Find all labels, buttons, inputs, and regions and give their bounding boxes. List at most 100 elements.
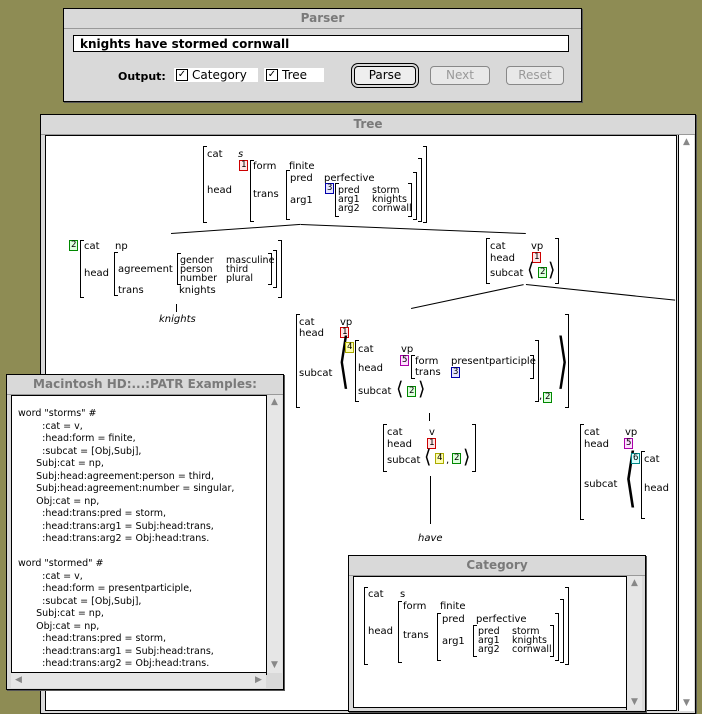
tree-vertical-scrollbar[interactable]: ▲ ▼ xyxy=(678,135,694,711)
val-plural: plural xyxy=(226,273,254,284)
tag-2: 2 xyxy=(538,267,548,278)
tag-6: 6 xyxy=(631,453,641,464)
code-line: Subj:head:agreement:number = singular, xyxy=(18,483,235,494)
code-line: Subj:cat = np, xyxy=(18,608,104,619)
code-line: :subcat = [Obj,Subj], xyxy=(18,445,142,457)
val-vp: vp xyxy=(401,344,414,355)
scroll-up-icon[interactable]: ▲ xyxy=(683,137,690,147)
code-line: Subj:cat = np, xyxy=(18,458,104,469)
feat-pred: pred xyxy=(338,185,360,196)
feat-cat: cat xyxy=(368,589,384,600)
scroll-down-icon[interactable]: ▼ xyxy=(683,698,690,708)
tag-1: 1 xyxy=(427,438,437,449)
patr-window: Macintosh HD:...:PATR Examples: word "st… xyxy=(6,374,284,690)
feat-cat: cat xyxy=(299,317,315,328)
code-line: :cat = v, xyxy=(18,420,83,432)
feat-number: number xyxy=(180,273,218,284)
code-line: word "storms" # xyxy=(18,408,97,419)
code-line: Obj:cat = np, xyxy=(18,495,100,507)
tree-checkbox[interactable]: ✓Tree xyxy=(264,68,324,82)
val-storm: storm xyxy=(512,626,540,637)
scroll-up-icon[interactable]: ▲ xyxy=(271,397,278,407)
next-button[interactable]: Next xyxy=(430,66,490,85)
feat-trans: trans xyxy=(415,367,441,378)
tag-3: 3 xyxy=(325,183,335,194)
tag-2: 2 xyxy=(69,240,79,251)
feat-subcat: subcat xyxy=(299,368,333,379)
feat-cat: cat xyxy=(644,454,660,465)
feat-gender: gender xyxy=(180,255,214,266)
val-cornwall: cornwall xyxy=(372,203,412,214)
tree-title: Tree xyxy=(41,115,695,135)
scroll-right-icon[interactable]: ▶ xyxy=(255,675,262,685)
category-vertical-scrollbar[interactable]: ▲ ▼ xyxy=(626,576,642,710)
tag-1: 1 xyxy=(532,252,542,263)
code-line: :head:trans:arg2 = Obj:head:trans. xyxy=(18,658,210,669)
feat-subcat: subcat xyxy=(387,455,421,466)
sentence-input[interactable]: knights have stormed cornwall xyxy=(73,35,569,52)
category-checkbox[interactable]: ✓Category xyxy=(174,68,258,82)
tag-2: 2 xyxy=(452,453,462,464)
category-title: Category xyxy=(349,556,645,576)
branch-line xyxy=(525,284,676,301)
code-line: :cat = v, xyxy=(18,570,83,582)
feat-head: head xyxy=(644,483,669,494)
check-icon: ✓ xyxy=(266,69,278,81)
scroll-up-icon[interactable]: ▲ xyxy=(631,578,638,588)
code-line: :head:trans:arg1 = Subj:head:trans, xyxy=(18,645,214,657)
reset-button[interactable]: Reset xyxy=(506,66,564,85)
category-window: Category cat s form finite head trans pr… xyxy=(348,555,646,712)
code-line: :head:form = finite, xyxy=(18,433,136,444)
tag-5: 5 xyxy=(624,438,634,449)
patr-title: Macintosh HD:...:PATR Examples: xyxy=(7,375,283,395)
feat-cat: cat xyxy=(490,241,506,252)
val-s: s xyxy=(238,149,244,160)
val-perfective: perfective xyxy=(324,173,375,184)
patr-horizontal-scrollbar[interactable]: ◀ ▶ xyxy=(11,672,266,688)
code-line: :head:trans:pred = storm, xyxy=(18,633,167,644)
code-line xyxy=(18,546,234,559)
val-third: third xyxy=(226,264,249,275)
tag-2: 2 xyxy=(543,392,553,403)
category-canvas: cat s form finite head trans pred perfec… xyxy=(353,576,627,708)
patr-text: word "storms" # :cat = v, :head:form = f… xyxy=(11,395,267,675)
scroll-left-icon[interactable]: ◀ xyxy=(15,675,22,685)
code-line: :subcat = [Obj,Subj], xyxy=(18,595,142,607)
tag-4: 4 xyxy=(345,342,355,353)
code-line: word "stormed" # xyxy=(18,558,104,569)
feat-subcat: subcat xyxy=(584,479,618,490)
feat-cat: cat xyxy=(358,344,374,355)
feat-pred: pred xyxy=(442,614,465,625)
feat-form: form xyxy=(253,161,277,172)
feat-head: head xyxy=(368,626,393,637)
val-finite: finite xyxy=(440,601,466,612)
val-knights: knights xyxy=(512,635,547,646)
parse-button[interactable]: Parse xyxy=(354,66,416,85)
val-vp: vp xyxy=(340,317,353,328)
code-line: :head:trans:arg2 = Obj:head:trans. xyxy=(18,533,210,544)
branch-line xyxy=(171,223,301,234)
patr-vertical-scrollbar[interactable]: ▲ ▼ xyxy=(266,395,282,673)
feat-pred: pred xyxy=(290,173,313,184)
word-have: have xyxy=(418,533,443,544)
scroll-down-icon[interactable]: ▼ xyxy=(271,660,278,670)
feat-arg1: arg1 xyxy=(338,194,360,205)
val-v: v xyxy=(429,427,435,438)
feat-arg2: arg2 xyxy=(338,203,360,214)
feat-agreement: agreement xyxy=(118,264,173,275)
code-line: :head:trans:arg1 = Subj:head:trans, xyxy=(18,520,214,532)
feat-trans: trans xyxy=(253,189,279,200)
feat-head: head xyxy=(84,268,109,279)
feat-person: person xyxy=(180,264,213,275)
feat-cat: cat xyxy=(584,427,600,438)
word-knights: knights xyxy=(159,314,196,325)
val-finite: finite xyxy=(289,161,315,172)
feat-subcat: subcat xyxy=(358,386,392,397)
val-presentparticiple: presentparticiple xyxy=(451,356,536,367)
tag-2: 2 xyxy=(407,386,417,397)
feat-trans: trans xyxy=(403,630,429,641)
code-line: Subj:head:agreement:person = third, xyxy=(18,470,214,482)
feat-head: head xyxy=(207,185,232,196)
code-line: Obj:cat = np, xyxy=(18,620,100,632)
scroll-down-icon[interactable]: ▼ xyxy=(631,697,638,707)
